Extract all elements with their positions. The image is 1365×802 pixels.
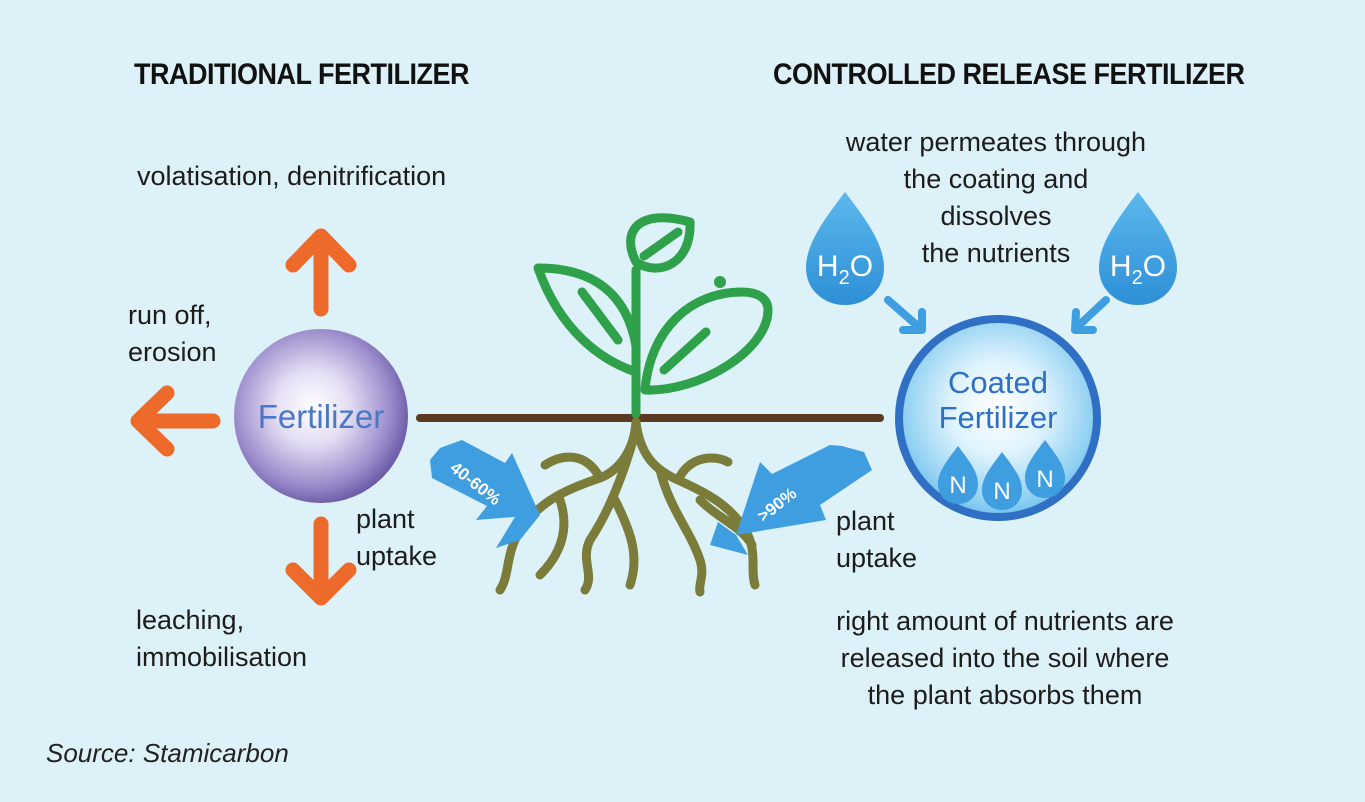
controlled-uptake-line-2: uptake — [836, 543, 918, 573]
arrow-up-icon — [285, 228, 357, 317]
volatisation-label: volatisation, denitrification — [137, 161, 447, 191]
leaching-line-2: immobilisation — [136, 642, 308, 672]
drop-right-sub: 2 — [1132, 267, 1143, 289]
nutrient-2: N — [993, 478, 1010, 505]
traditional-uptake-label: plant uptake — [356, 501, 437, 575]
water-line-1: water permeates through — [845, 127, 1147, 157]
nutrient-1: N — [949, 472, 966, 499]
water-line-2: the coating and — [903, 164, 1089, 194]
svg-text:H2O: H2O — [1110, 250, 1166, 289]
plant-bud — [714, 276, 726, 288]
water-drop-icon: H2O — [1099, 192, 1177, 305]
controlled-uptake-label: plant uptake — [836, 503, 917, 577]
release-line-3: the plant absorbs them — [867, 680, 1143, 710]
drop-right-h: H — [1110, 250, 1132, 283]
release-line-2: released into the soil where — [840, 643, 1170, 673]
traditional-title: TRADITIONAL FERTILIZER — [134, 58, 469, 91]
nutrient-drop-icon: N — [938, 446, 978, 504]
traditional-uptake-line-1: plant — [356, 504, 415, 534]
drop-right-o: O — [1143, 250, 1166, 283]
controlled-title: CONTROLLED RELEASE FERTILIZER — [773, 58, 1245, 91]
svg-text:H2O: H2O — [817, 250, 873, 289]
runoff-line-1: run off, — [128, 300, 212, 330]
fertilizer-granule — [234, 329, 408, 503]
leaching-line-1: leaching, — [136, 605, 245, 635]
arrow-left-icon — [130, 385, 221, 457]
runoff-label: run off, erosion — [128, 297, 217, 371]
water-in-arrow-right — [1071, 296, 1110, 334]
drop-left-o: O — [850, 250, 873, 283]
fertilizer-granule-label: Fertilizer — [258, 398, 385, 435]
plant-icon — [533, 213, 773, 419]
nutrient-drop-icon: N — [982, 452, 1022, 510]
release-label: right amount of nutrients are released i… — [815, 603, 1195, 714]
arrow-down-icon — [285, 516, 357, 606]
water-in-arrow-left — [884, 296, 926, 334]
runoff-line-2: erosion — [128, 337, 217, 367]
water-line-4: the nutrients — [921, 238, 1071, 268]
drop-left-h: H — [817, 250, 839, 283]
water-permeates-label: water permeates through the coating and … — [820, 124, 1172, 272]
release-line-1: right amount of nutrients are — [836, 606, 1174, 636]
controlled-uptake-line-1: plant — [836, 506, 895, 536]
nutrient-3: N — [1036, 466, 1053, 493]
traditional-uptake-line-2: uptake — [356, 541, 438, 571]
traditional-uptake-arrow: 40-60% — [430, 440, 540, 548]
roots-icon — [495, 417, 760, 597]
coated-label-line-2: Fertilizer — [939, 400, 1058, 435]
nutrient-drop-icon: N — [1025, 440, 1065, 498]
leaching-label: leaching, immobilisation — [136, 602, 307, 676]
water-line-3: dissolves — [940, 201, 1052, 231]
water-drop-icon: H2O — [806, 192, 884, 305]
source-caption: Source: Stamicarbon — [46, 738, 289, 768]
drop-left-sub: 2 — [839, 267, 850, 289]
controlled-uptake-arrow: >90% — [710, 445, 872, 555]
coated-label-line-1: Coated — [948, 365, 1048, 400]
